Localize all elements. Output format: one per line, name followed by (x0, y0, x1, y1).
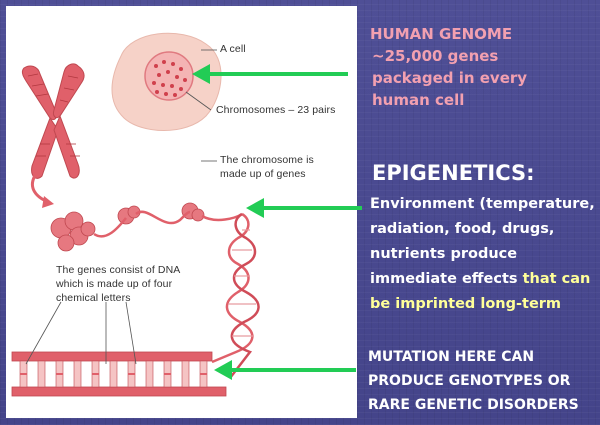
epigenetics-line-4-highlight: that can (522, 271, 591, 287)
epigenetics-line-4-white: immediate effects (370, 271, 523, 287)
arrow-to-gene-strand (246, 198, 362, 218)
epigenetics-line-1: Environment (temperature, (370, 196, 595, 212)
arrow-to-dna-ladder (214, 360, 356, 380)
epigenetics-line-5: be imprinted long-term (370, 296, 562, 312)
cell-graphic (111, 32, 222, 131)
human-genome-line-1: ~25,000 genes (372, 47, 499, 65)
mutation-line-2: PRODUCE GENOTYPES OR (368, 373, 571, 389)
label-dna-2: which is made up of four (56, 278, 173, 290)
label-chromosome-genes-1: The chromosome is (220, 154, 314, 166)
gene-coil-graphic (50, 202, 243, 252)
human-genome-title: HUMAN GENOME (370, 25, 513, 43)
dna-helix-graphic (211, 212, 260, 379)
human-genome-line-3: human cell (372, 91, 465, 109)
label-dna-1: The genes consist of DNA (56, 264, 181, 276)
human-genome-line-2: packaged in every (372, 69, 528, 87)
arrow-to-cell-nucleus (192, 64, 348, 84)
epigenetics-title: EPIGENETICS: (372, 161, 535, 185)
mutation-line-1: MUTATION HERE CAN (368, 349, 535, 365)
label-dna-3: chemical letters (56, 292, 131, 304)
epigenetics-line-4: immediate effects that can (370, 269, 590, 290)
epigenetics-line-3: nutrients produce (370, 246, 518, 262)
epigenetics-line-2: radiation, food, drugs, (370, 221, 555, 237)
genome-illustration (11, 32, 260, 397)
label-chromosome-genes-2: made up of genes (220, 168, 306, 180)
label-chromosomes: Chromosomes – 23 pairs (216, 104, 336, 116)
dna-ladder-graphic (11, 351, 227, 397)
mutation-line-3: RARE GENETIC DISORDERS (368, 397, 579, 413)
label-a-cell: A cell (220, 43, 246, 55)
chromosome-graphic (21, 63, 85, 179)
